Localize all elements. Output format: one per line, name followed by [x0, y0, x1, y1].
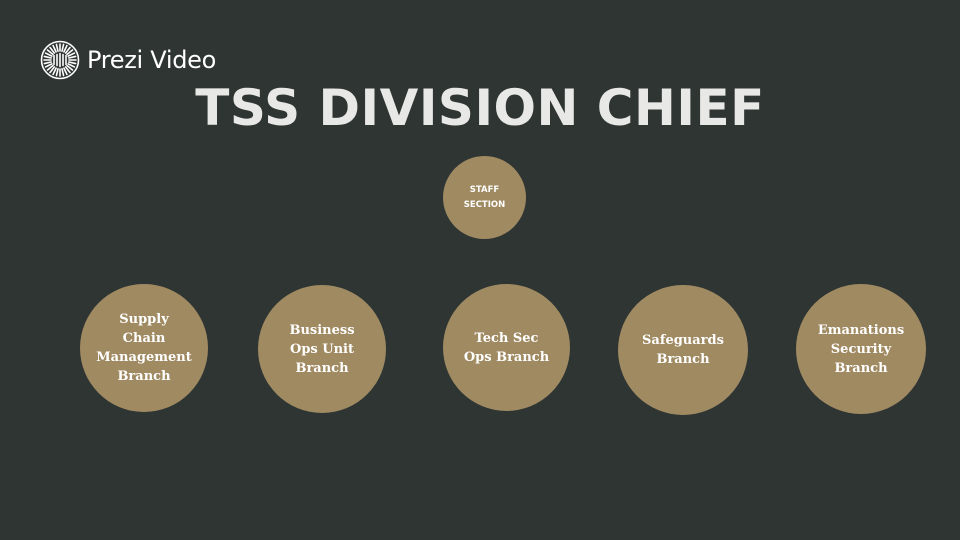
- prezi-video-logo: Prezi Video: [40, 40, 216, 80]
- branch-node: Emanations Security Branch: [796, 284, 926, 414]
- branch-label: Business Ops Unit Branch: [289, 322, 355, 376]
- brand-name: Prezi Video: [87, 46, 216, 74]
- staff-section-node: STAFF SECTION: [443, 156, 526, 239]
- branch-label: Emanations Security Branch: [817, 322, 905, 376]
- branch-node: Business Ops Unit Branch: [258, 285, 386, 413]
- prezi-logo-icon: [40, 40, 80, 80]
- branch-node: Tech Sec Ops Branch: [443, 284, 570, 411]
- branch-label: Safeguards Branch: [642, 333, 724, 367]
- slide-title: TSS DIVISION CHIEF: [195, 79, 765, 137]
- branch-label: Tech Sec Ops Branch: [463, 330, 550, 365]
- branch-label: Supply Chain Management Branch: [96, 312, 192, 384]
- branch-node: Safeguards Branch: [618, 285, 748, 415]
- staff-section-label: STAFF SECTION: [463, 184, 506, 210]
- branch-node: Supply Chain Management Branch: [80, 284, 208, 412]
